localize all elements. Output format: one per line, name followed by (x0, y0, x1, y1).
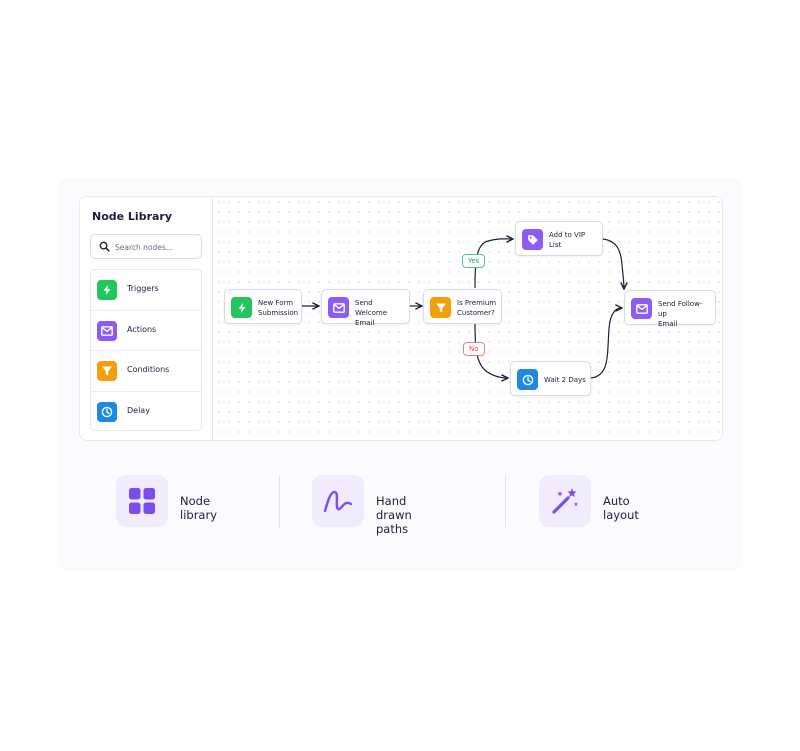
search-input[interactable] (115, 238, 199, 256)
workflow-editor: Node Library Triggers Actions (79, 196, 723, 441)
mail-icon (631, 298, 652, 319)
mail-icon (328, 297, 349, 318)
library-item-label: Actions (127, 324, 157, 334)
clock-icon (97, 401, 117, 422)
node-label: Wait 2 Days (544, 376, 586, 384)
branch-label-yes[interactable]: Yes (462, 254, 486, 268)
bolt-icon (231, 297, 252, 318)
feature-divider (279, 475, 280, 527)
node-library-panel: Node Library Triggers Actions (80, 197, 213, 440)
feature-label-hand-drawn-paths: Hand drawn paths (376, 494, 412, 536)
search-box[interactable] (90, 234, 202, 259)
feature-divider (505, 475, 506, 527)
node-type-list: Triggers Actions Conditions Delay (90, 269, 202, 431)
branch-label-no[interactable]: No (463, 342, 485, 356)
library-item-label: Conditions (127, 365, 170, 374)
library-item-label: Triggers (127, 284, 159, 293)
feature-label-node-library: Node library (180, 494, 217, 522)
mail-icon (97, 320, 117, 341)
library-item-triggers[interactable]: Triggers (91, 270, 201, 311)
clock-icon (517, 369, 538, 390)
magic-wand-icon (539, 475, 591, 527)
filter-icon (430, 297, 451, 318)
library-item-label: Delay (127, 405, 150, 415)
panel-title: Node Library (92, 210, 173, 223)
edge-vip-to-followup[interactable] (602, 238, 624, 289)
grid-icon (116, 475, 168, 527)
edge-wait-to-followup[interactable] (590, 308, 622, 379)
tag-icon (522, 229, 543, 250)
search-icon (99, 241, 110, 252)
node-wait-2-days[interactable]: Wait 2 Days (510, 361, 591, 396)
bolt-icon (97, 280, 117, 300)
feature-label-auto-layout: Auto layout (603, 494, 639, 522)
library-item-actions[interactable]: Actions (91, 311, 201, 351)
filter-icon (97, 361, 117, 381)
squiggle-path-icon (312, 475, 364, 527)
library-item-conditions[interactable]: Conditions (91, 351, 201, 392)
library-item-delay[interactable]: Delay (91, 392, 201, 433)
